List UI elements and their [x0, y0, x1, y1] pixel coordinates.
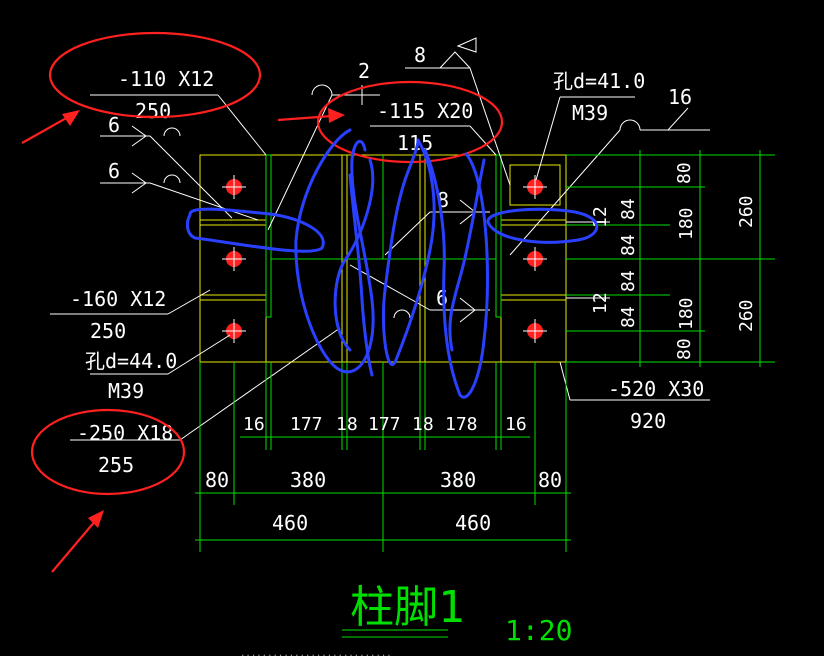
- dimension-value: 18: [336, 414, 358, 435]
- column-flanges: [265, 154, 502, 318]
- bolt-size-label: M39: [108, 379, 144, 403]
- markup-arrow-icon: [51, 510, 104, 573]
- dimension-value: 84: [618, 306, 639, 328]
- dimension-text-right: 80 84 84 84 84 80 180 180 260 260: [618, 162, 757, 360]
- dimension-text-bottom: 16 177 18 177 18 178 16 80 380 380 80 46…: [205, 414, 562, 535]
- dimension-value: 178: [445, 414, 478, 435]
- dimension-value: 84: [618, 198, 639, 220]
- dimension-value: 84: [618, 270, 639, 292]
- drawing-footnote: ............................: [240, 649, 392, 656]
- weld-size-label: 8: [414, 43, 426, 67]
- plate-section-label: -250 X18: [77, 421, 173, 445]
- plate-length-label: 920: [630, 409, 666, 433]
- dimension-value: 260: [736, 299, 757, 332]
- weld-size-label: 2: [358, 59, 370, 83]
- red-markups: [21, 31, 504, 573]
- bolt-hole: [222, 247, 246, 271]
- bolt-size-label: M39: [572, 101, 608, 125]
- markup-scribble: [381, 138, 436, 366]
- bolt-hole: [523, 175, 547, 199]
- dimension-value: 460: [272, 511, 308, 535]
- weld-size-label: 6: [436, 286, 448, 310]
- plate-length-label: 255: [98, 453, 134, 477]
- blue-markups: [185, 128, 599, 399]
- drawing-scale: 1:20: [505, 614, 572, 647]
- drawing-title: 柱脚1: [350, 582, 465, 633]
- plate-section-label: -110 X12: [118, 67, 214, 91]
- dimension-value: 80: [674, 338, 695, 360]
- markup-arrow-icon: [21, 110, 80, 144]
- markup-scribble: [348, 173, 374, 377]
- hole-diameter-label: 孔d=44.0: [85, 349, 177, 373]
- dimension-value: 18: [412, 414, 434, 435]
- dimension-value: 460: [455, 511, 491, 535]
- dimension-value: 180: [676, 297, 697, 330]
- dimension-value: 16: [243, 414, 265, 435]
- markup-circle: [48, 31, 262, 119]
- white-labels: -110 X12 250 -115 X20 115 -160 X12 250 孔…: [70, 43, 704, 477]
- dimension-lines: [195, 150, 775, 552]
- markup-scribble: [294, 128, 375, 374]
- bolt-hole: [523, 319, 547, 343]
- markup-scribble: [448, 158, 486, 352]
- dimension-value: 80: [538, 468, 562, 492]
- markup-scribble: [486, 207, 599, 244]
- dimension-value: 84: [618, 234, 639, 256]
- dimension-value: 177: [368, 414, 401, 435]
- plate-section-label: -160 X12: [70, 287, 166, 311]
- dimension-value: 80: [674, 162, 695, 184]
- bolt-hole: [222, 175, 246, 199]
- leaders: [50, 37, 710, 441]
- dimension-value: 380: [440, 468, 476, 492]
- bolt-hole: [523, 247, 547, 271]
- markup-circle: [316, 80, 504, 164]
- weld-size-label: 12: [590, 292, 611, 314]
- dimension-value: 16: [505, 414, 527, 435]
- weld-size-label: 16: [668, 85, 692, 109]
- plate-length-label: 250: [135, 99, 171, 123]
- markup-arrow-icon: [277, 108, 345, 123]
- dimension-value: 260: [736, 195, 757, 228]
- weld-size-label: 6: [108, 113, 120, 137]
- weld-size-label: 12: [590, 206, 611, 228]
- dimension-value: 380: [290, 468, 326, 492]
- plate-section-label: -115 X20: [377, 99, 473, 123]
- bolt-hole: [222, 319, 246, 343]
- markup-scribble: [333, 158, 375, 352]
- markup-scribble: [423, 148, 489, 399]
- markup-circle: [30, 408, 186, 496]
- drawing-title-block: 柱脚1 1:20 ............................: [240, 582, 572, 656]
- dimension-value: 80: [205, 468, 229, 492]
- dimension-value: 177: [290, 414, 323, 435]
- bolt-holes: [222, 175, 547, 343]
- plate-section-label: -520 X30: [608, 377, 704, 401]
- hole-diameter-label: 孔d=41.0: [553, 69, 645, 93]
- dimension-value: 180: [676, 207, 697, 240]
- markup-scribble: [185, 207, 325, 253]
- plate-length-label: 250: [90, 319, 126, 343]
- weld-size-label: 6: [108, 159, 120, 183]
